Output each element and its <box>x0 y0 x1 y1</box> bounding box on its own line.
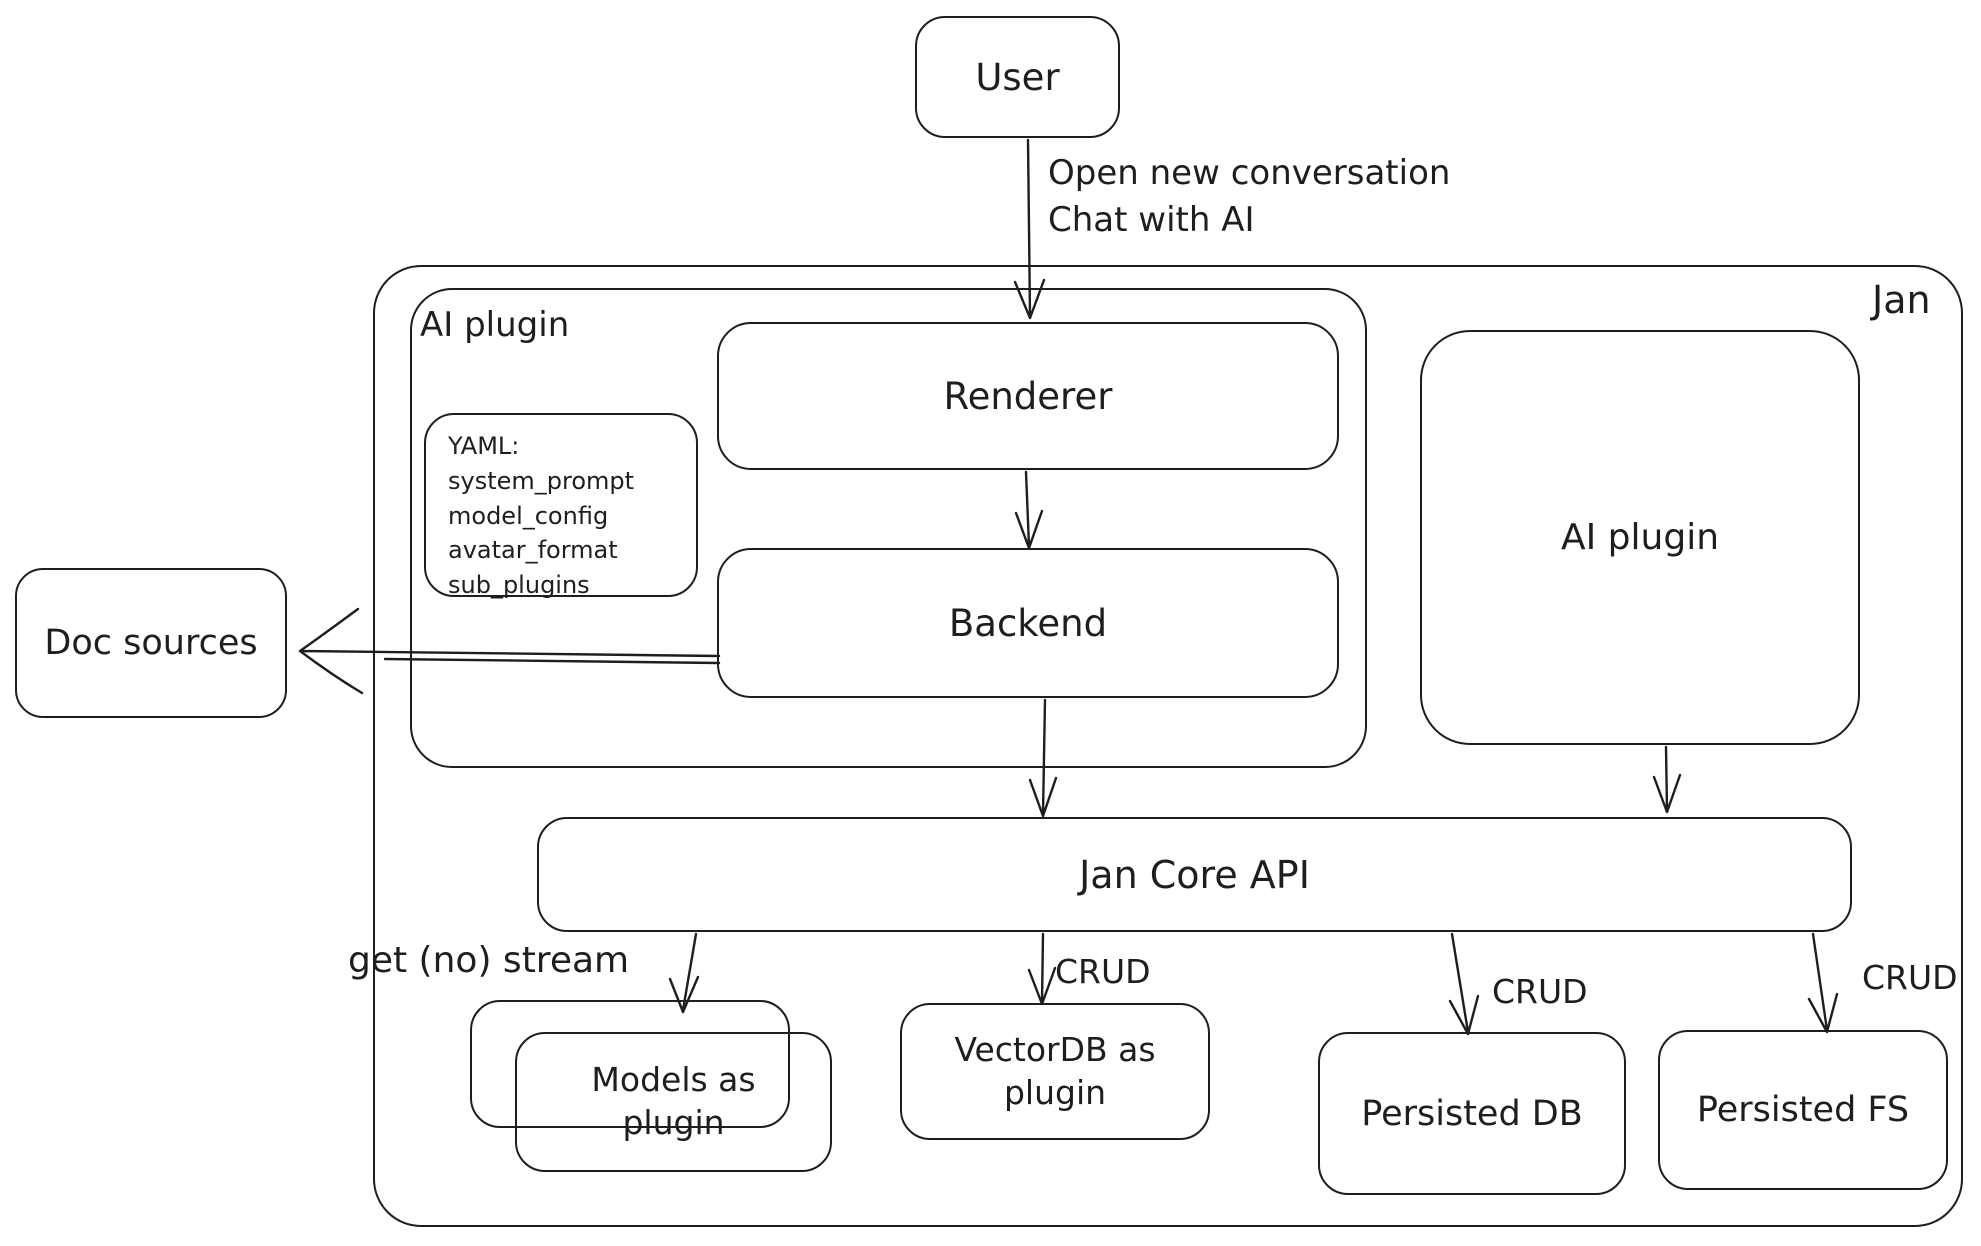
node-backend-label: Backend <box>948 601 1108 645</box>
ai-plugin-container-box <box>410 288 1367 768</box>
node-doc-sources: Doc sources <box>15 568 287 718</box>
yaml-note-text: YAML: system_prompt model_config avatar_… <box>448 429 634 603</box>
node-persisted-db-label: Persisted DB <box>1361 1093 1583 1134</box>
node-models-as-plugin: Models as plugin <box>515 1032 832 1172</box>
node-persisted-db: Persisted DB <box>1318 1032 1626 1195</box>
node-models-as-plugin-back <box>470 1000 790 1128</box>
node-vectordb-as-plugin: VectorDB as plugin <box>900 1003 1210 1140</box>
edge-label-user-to-renderer: Open new conversation Chat with AI <box>1048 153 1451 240</box>
jan-label: Jan <box>1872 278 1931 322</box>
yaml-line: sub_plugins <box>448 571 590 600</box>
node-yaml-note: YAML: system_prompt model_config avatar_… <box>424 413 698 599</box>
jan-container-box <box>373 265 1963 1227</box>
edge-label-crud-persisted-db: CRUD <box>1492 972 1588 1011</box>
yaml-line: avatar_format <box>448 536 618 565</box>
node-persisted-fs: Persisted FS <box>1658 1030 1948 1190</box>
edge-label-get-no-stream: get (no) stream <box>348 940 630 981</box>
yaml-line: YAML: <box>448 432 520 460</box>
node-jan-core-api-label: Jan Core API <box>1079 852 1310 897</box>
ai-plugin-container-label: AI plugin <box>420 305 570 345</box>
yaml-line: system_prompt <box>448 466 635 495</box>
node-models-as-plugin-label: Models as plugin <box>591 1060 756 1142</box>
node-vectordb-as-plugin-label: VectorDB as plugin <box>954 1029 1156 1112</box>
node-persisted-fs-label: Persisted FS <box>1696 1090 1910 1130</box>
node-user: User <box>915 16 1120 138</box>
node-ai-plugin-right-label: AI plugin <box>1560 517 1720 558</box>
edge-label-crud-vectordb: CRUD <box>1055 952 1151 991</box>
node-renderer-label: Renderer <box>943 374 1113 418</box>
node-jan-core-api: Jan Core API <box>537 817 1852 932</box>
node-ai-plugin-right: AI plugin <box>1420 330 1860 745</box>
node-renderer: Renderer <box>717 322 1339 470</box>
yaml-line: model_config <box>448 501 609 530</box>
node-backend: Backend <box>717 548 1339 698</box>
node-doc-sources-label: Doc sources <box>44 623 258 663</box>
node-user-label: User <box>975 55 1060 99</box>
edge-label-crud-persisted-fs: CRUD <box>1862 958 1958 997</box>
